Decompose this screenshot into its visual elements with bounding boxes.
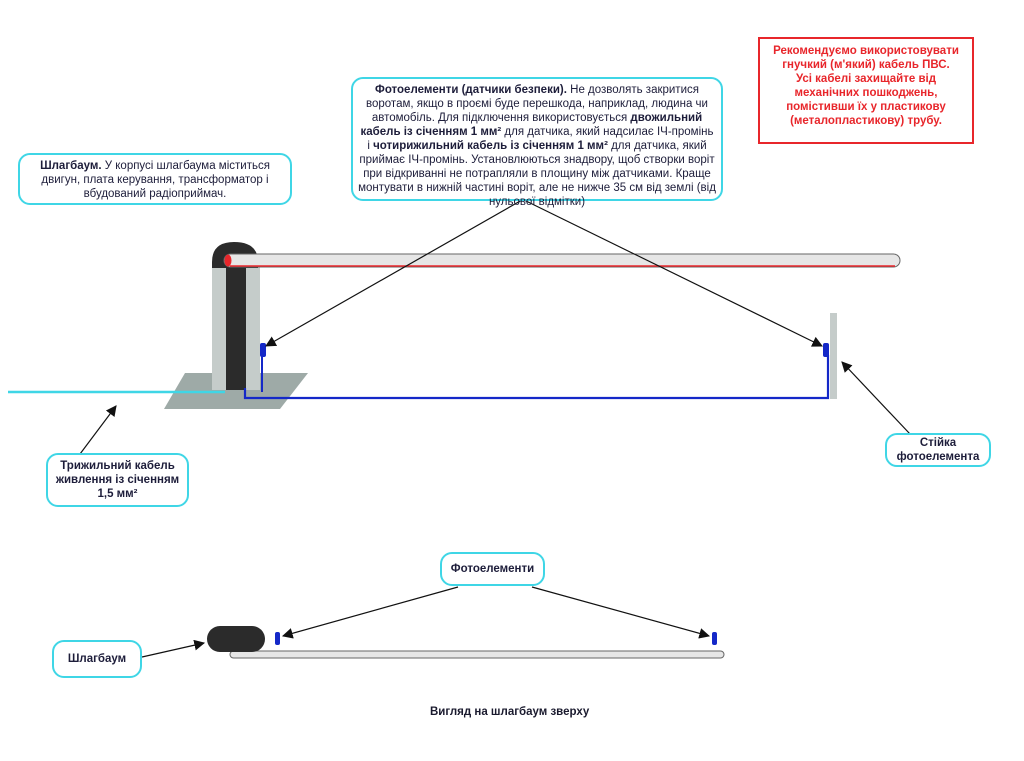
photocells-description-callout: Фотоелементи (датчики безпеки). Не дозво… (351, 77, 723, 208)
photocell-transmitter (260, 343, 266, 357)
photocell-receiver (823, 343, 829, 357)
top-boom (229, 650, 725, 659)
photocell-cable (243, 355, 830, 400)
arrow-photocell-right (523, 199, 823, 347)
arrow-top-barrier (141, 639, 206, 658)
top-photocells-callout: Фотоелементи (440, 552, 545, 586)
top-view-caption: Вигляд на шлагбаум зверху (430, 706, 590, 718)
arrow-photocell-left (265, 199, 523, 347)
top-barrier-body (207, 626, 265, 652)
top-photocell-right (712, 632, 717, 645)
barrier-housing-front (212, 262, 226, 390)
power-cable-callout: Трижильний кабель живлення із січенням 1… (46, 453, 189, 507)
top-photocells-label: Фотоелементи (450, 563, 535, 575)
barrier-housing-back (246, 262, 260, 390)
barrier-description-callout: Шлагбаум. У корпусі шлагбаума міститься … (18, 153, 292, 205)
photocells-text-3: для датчика, який приймає ІЧ-промінь. Ус… (358, 140, 716, 208)
boom-arm (223, 253, 901, 268)
photocells-bold-1: двожильний кабель із січенням 1 мм² (360, 112, 703, 138)
top-barrier-callout: Шлагбаум (52, 640, 142, 678)
recommendation-line2: Усі кабелі захищайте від механічних пошк… (786, 73, 946, 127)
arrow-post (841, 361, 911, 435)
arrow-power-cable (79, 405, 117, 455)
photocell-post-label: Стійка фотоелемента (896, 437, 980, 463)
arrow-top-photocell-left (281, 586, 459, 639)
barrier-housing-body (212, 242, 258, 390)
ground-pad (164, 373, 308, 409)
cable-recommendation-box: Рекомендуємо використовувати гнучкий (м'… (758, 37, 974, 144)
top-barrier-label: Шлагбаум (67, 653, 127, 665)
arrow-top-photocell-right (531, 586, 711, 639)
recommendation-line1: Рекомендуємо використовувати гнучкий (м'… (773, 45, 959, 71)
photocells-description-title: Фотоелементи (датчики безпеки). (375, 84, 567, 96)
boom-red-cap (224, 254, 232, 267)
barrier-description-title: Шлагбаум. (40, 160, 102, 172)
barrier-description-text: У корпусі шлагбаума міститься двигун, пл… (41, 160, 270, 200)
photocells-text-2: для датчика, який надсилає ІЧ-промінь і (367, 126, 714, 152)
photocell-post-callout: Стійка фотоелемента (885, 433, 991, 467)
photocells-bold-2: чотирижильний кабель із січенням 1 мм² (373, 140, 608, 152)
photocells-text-1: Не дозволять закритися воротам, якщо в п… (366, 84, 708, 124)
top-photocell-left (275, 632, 280, 645)
photocell-post (830, 313, 837, 399)
power-cable-label: Трижильний кабель живлення із січенням 1… (55, 460, 180, 500)
